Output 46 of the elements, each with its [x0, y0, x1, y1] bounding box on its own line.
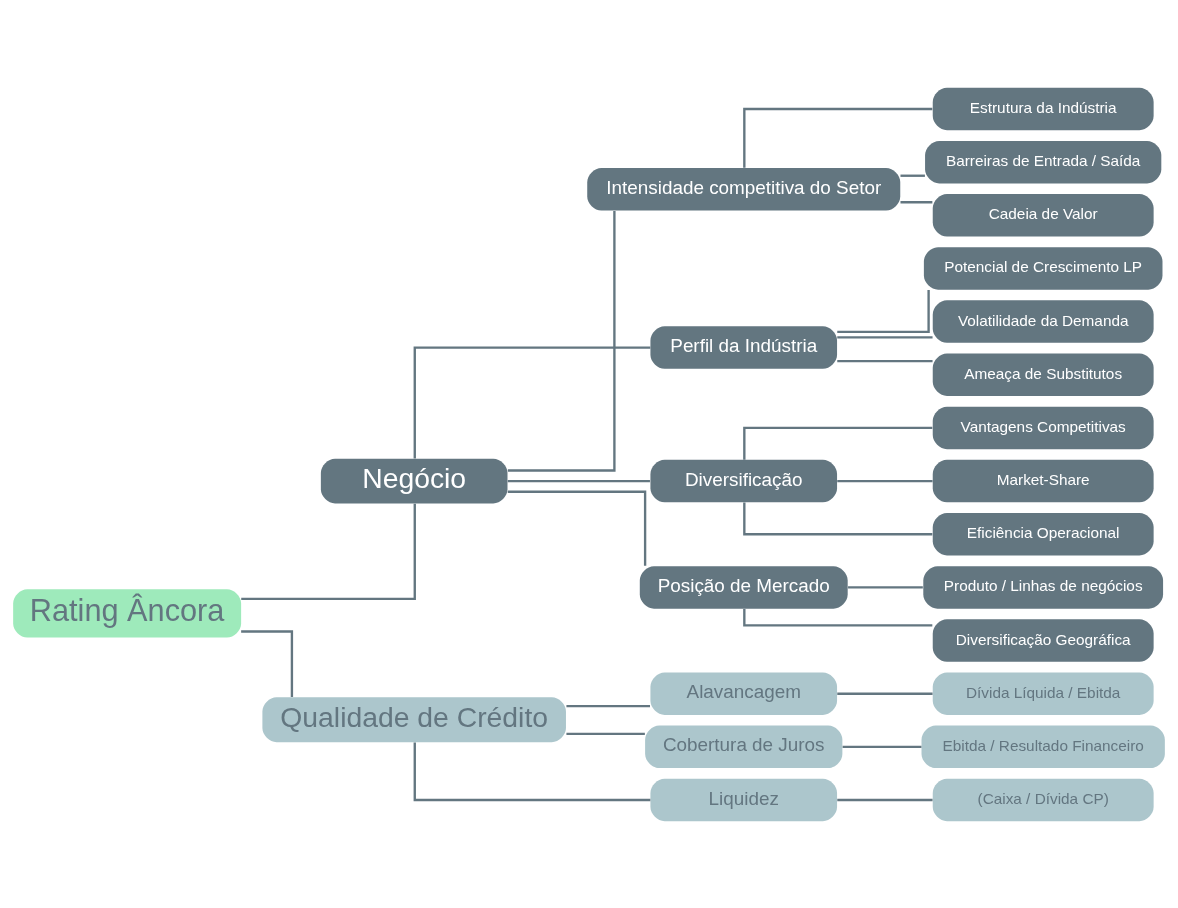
node-box: Intensidade competitiva do Setor — [587, 167, 901, 211]
connector — [848, 585, 923, 589]
node-box: Qualidade de Crédito — [262, 696, 566, 742]
connector — [837, 289, 930, 333]
connector — [900, 174, 925, 177]
node-box: Rating Âncora — [13, 588, 242, 638]
connector — [507, 490, 647, 566]
connector — [837, 798, 933, 801]
connector — [566, 704, 650, 707]
connector — [837, 692, 933, 695]
connector — [900, 200, 933, 203]
node-box: Volatilidade da Demanda — [932, 299, 1154, 343]
node-box: Posição de Mercado — [639, 565, 848, 609]
connector — [837, 335, 933, 339]
connector — [507, 479, 650, 482]
node-box: Diversificação — [650, 459, 838, 502]
connector — [413, 742, 651, 801]
node-box: Ebitda / Resultado Financeiro — [921, 725, 1165, 768]
connector — [413, 345, 651, 458]
connector — [566, 732, 645, 735]
connector — [507, 210, 616, 472]
node-box: Perfil da Indústria — [650, 325, 838, 369]
node-box: Negócio — [320, 458, 508, 503]
connector — [837, 479, 933, 482]
node-box: Eficiência Operacional — [932, 512, 1154, 555]
node-box: Vantagens Competitivas — [932, 406, 1154, 449]
node-box: Liquidez — [650, 778, 838, 821]
node-box: Ameaça de Substitutos — [932, 353, 1154, 396]
connector — [837, 359, 933, 362]
node-box: Produto / Linhas de negócios — [923, 565, 1164, 609]
connector — [241, 629, 294, 697]
connector — [842, 745, 922, 748]
connector — [241, 503, 416, 600]
node-box: (Caixa / Dívida CP) — [932, 778, 1154, 821]
node-box: Estrutura da Indústria — [932, 87, 1154, 130]
connector — [743, 426, 933, 460]
node-box: Alavancagem — [650, 671, 838, 715]
node-box: Cadeia de Valor — [932, 193, 1154, 237]
node-box: Diversificação Geográfica — [932, 618, 1154, 662]
node-box: Cobertura de Juros — [645, 725, 843, 768]
connector — [743, 107, 933, 168]
connector — [743, 501, 933, 535]
node-box: Market-Share — [932, 459, 1154, 502]
node-box: Dívida Líquida / Ebitda — [932, 671, 1154, 715]
node-box: Potencial de Crescimento LP — [923, 246, 1163, 290]
node-box: Barreiras de Entrada / Saída — [925, 140, 1162, 183]
